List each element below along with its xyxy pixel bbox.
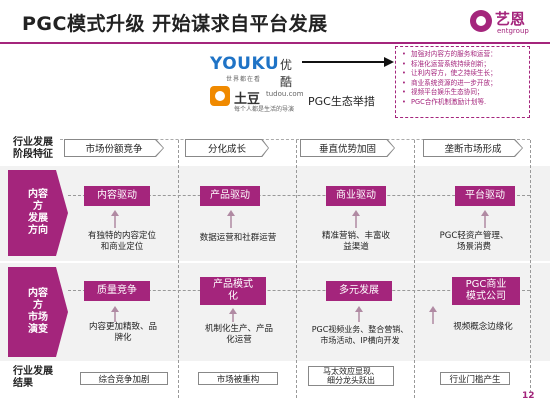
result-3: 马太效应显现、细分龙头跃出 <box>308 366 394 386</box>
market-quality: 质量竞争 <box>84 281 150 301</box>
driver-desc-3: 精准营销、丰富收益渠道 <box>321 231 390 252</box>
entgroup-logo-icon <box>470 10 492 32</box>
market-desc-1: 内容更加精致、品牌化 <box>88 322 157 343</box>
brand-name-cn: 艺恩 <box>495 10 526 28</box>
stage-3: 垂直优势加固 <box>300 139 395 157</box>
platform-logos: YOUKU 优酷 世界都在看 土豆 tudou.com 每个人都是生活的导演 <box>206 52 304 113</box>
column-divider <box>178 140 179 398</box>
driver-row-guide <box>68 195 530 196</box>
ecosystem-notes: 加强对内容方的服务和运营： 标准化运营系统持续创新； 让利内容方，使之持续生长；… <box>395 46 530 118</box>
up-arrow-icon <box>227 210 235 228</box>
content-market-banner: 内容 方 市场 演变 <box>8 267 68 357</box>
result-1: 综合竞争加剧 <box>80 372 168 385</box>
driver-desc-4: PGC轻资产管理、场景消费 <box>439 231 509 252</box>
youku-name-cn: 优酷 <box>280 58 293 89</box>
note-item: 商业系统资源的进一步开放； <box>402 79 525 89</box>
market-desc-2: 机制化生产、产品化运营 <box>204 324 273 345</box>
up-arrow-icon <box>481 210 489 228</box>
stage-2: 分化成长 <box>185 139 269 157</box>
result-4: 行业门槛产生 <box>440 372 510 385</box>
tudou-name-cn: 土豆 <box>234 92 261 107</box>
up-arrow-icon <box>111 306 119 322</box>
stage-4: 垄断市场形成 <box>423 139 523 157</box>
page-title: PGC模式升级 开始谋求自平台发展 <box>22 13 328 35</box>
tudou-url: tudou.com <box>266 90 304 98</box>
column-divider <box>414 140 415 398</box>
driver-platform: 平台驱动 <box>455 186 515 206</box>
note-item: 让利内容方，使之持续生长； <box>402 69 525 79</box>
up-arrow-icon <box>229 308 237 322</box>
brand-logo: 艺恩 entgroup <box>470 8 540 40</box>
up-arrow-icon <box>355 306 363 322</box>
up-arrow-icon <box>111 210 119 228</box>
youku-logo: YOUKU <box>210 54 280 74</box>
note-item: 视频平台娱乐生态协同； <box>402 88 525 98</box>
tudou-logo-icon <box>210 86 230 106</box>
driver-business: 商业驱动 <box>326 186 386 206</box>
up-arrow-icon <box>352 210 360 228</box>
driver-product: 产品驱动 <box>200 186 260 206</box>
column-divider <box>530 140 531 398</box>
page-number: 12 <box>522 391 535 401</box>
note-item: PGC合作机制激励计划等. <box>402 98 525 108</box>
stage-1: 市场份额竞争 <box>64 139 164 157</box>
industry-feature-label: 行业发展 阶段特征 <box>13 137 53 160</box>
driver-content: 内容驱动 <box>84 186 150 206</box>
note-item: 标准化运营系统持续创新； <box>402 60 525 70</box>
market-pgc-company: PGC商业模式公司 <box>452 277 520 305</box>
up-arrow-icon <box>429 306 437 324</box>
content-dev-band <box>0 166 550 261</box>
driver-desc-1: 有独特的内容定位和商业定位 <box>87 231 156 252</box>
note-item: 加强对内容方的服务和运营： <box>402 50 525 60</box>
market-desc-3: PGC视频业务、整合营销、市场活动、IP横向开发 <box>311 325 409 345</box>
ecosystem-arrow <box>302 57 394 67</box>
brand-name-en: entgroup <box>497 27 529 35</box>
market-row-guide <box>68 290 530 291</box>
header-divider <box>0 42 550 44</box>
content-dev-banner: 内容 方 发展 方向 <box>8 170 68 256</box>
market-diversified: 多元发展 <box>326 281 392 301</box>
tudou-slogan: 每个人都是生活的导演 <box>234 106 295 113</box>
market-desc-4: 视频概念边缘化 <box>453 322 513 332</box>
youku-slogan: 世界都在看 <box>226 76 262 83</box>
driver-desc-2: 数据运营和社群运营 <box>199 233 277 243</box>
column-divider <box>296 140 297 398</box>
ecosystem-label: PGC生态举措 <box>308 95 375 108</box>
result-2: 市场被重构 <box>198 372 278 385</box>
market-product-mode: 产品模式化 <box>200 277 266 305</box>
industry-result-label: 行业发展 结果 <box>13 366 53 389</box>
stage-row-guide <box>60 139 530 141</box>
